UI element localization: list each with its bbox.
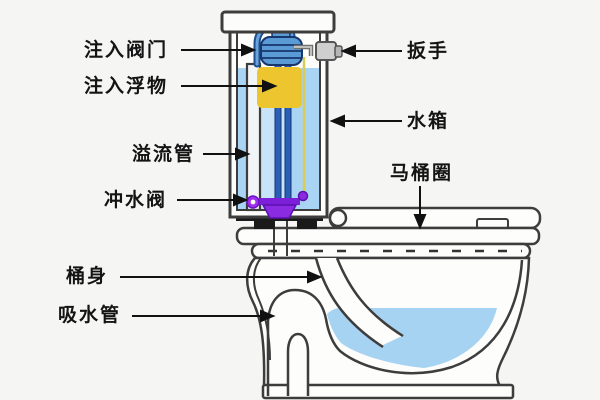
lid-hinge: [328, 208, 348, 228]
arrow-flush-valve: [177, 193, 249, 207]
arrow-toilet-seat: [413, 186, 427, 230]
arrow-handle: [340, 44, 402, 58]
flush-handle: [315, 41, 337, 61]
label-siphon-pipe: 吸水管: [58, 304, 122, 326]
label-flush-valve: 冲水阀: [104, 189, 168, 211]
tank-foot-right: [297, 221, 317, 229]
label-fill-valve: 注入阀门: [84, 39, 169, 61]
flush-handle-tip: [334, 45, 343, 58]
tank-lid: [220, 10, 336, 34]
fill-float: [257, 67, 302, 108]
label-handle: 扳手: [407, 40, 450, 62]
label-water-tank: 水箱: [407, 110, 450, 132]
refill-pipe-highlight: [294, 46, 312, 56]
flush-valve-bar: [259, 198, 300, 205]
toilet-seat-band: [235, 226, 541, 246]
inlet-tube-fill: [316, 258, 402, 346]
bowl-base: [261, 383, 515, 400]
tank-foot-left: [254, 221, 275, 229]
label-toilet-seat: 马桶圈: [390, 162, 454, 184]
water-tank-assembly: [220, 10, 343, 229]
arrow-water-tank: [329, 114, 402, 128]
arrow-siphon-pipe: [132, 309, 276, 323]
bowl-inner-arc-and-trap: [266, 259, 524, 396]
inlet-tube-right-line: [335, 257, 404, 338]
label-bowl-body: 桶身: [66, 265, 109, 287]
arrow-fill-float: [181, 79, 278, 93]
siphon-inner-tube: [286, 332, 310, 396]
arrow-fill-valve: [181, 43, 257, 57]
label-fill-float: 注入浮物: [84, 75, 169, 97]
arrow-bowl-body: [120, 270, 323, 284]
toilet-bowl: [235, 206, 542, 400]
flush-valve-cup: [261, 204, 298, 219]
lid-bumper: [476, 218, 509, 229]
flush-valve-ring-hole: [250, 199, 256, 205]
label-overflow-pipe: 溢流管: [132, 143, 196, 165]
arrow-overflow-pipe: [203, 147, 251, 161]
inlet-tube-left-line: [314, 257, 384, 349]
leader-lines: [120, 43, 427, 323]
flush-valve-knob: [297, 190, 309, 202]
